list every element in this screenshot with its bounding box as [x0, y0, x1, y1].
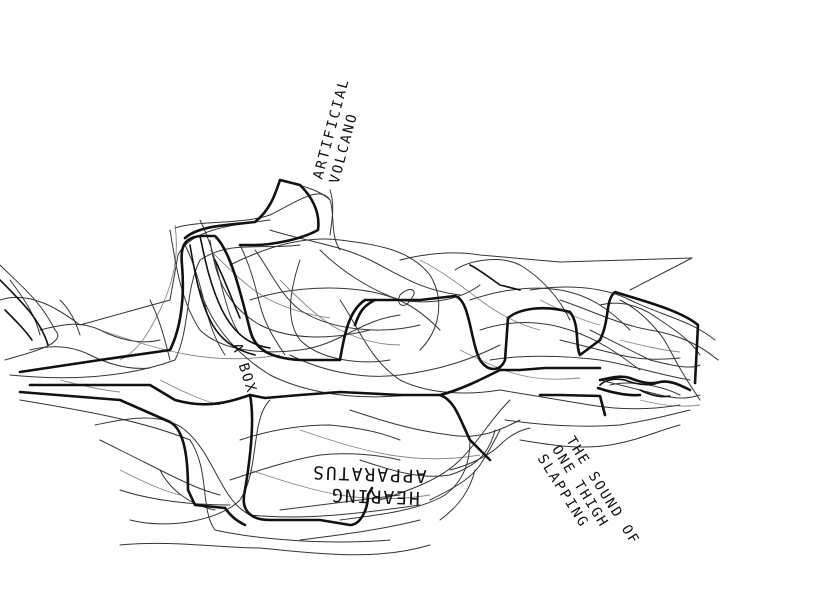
label-artificial-volcano: ARTIFICIAL VOLCANO: [310, 76, 361, 185]
label-hearing-apparatus-line1: HEARING: [330, 484, 421, 508]
thick-main-path: [18, 178, 700, 527]
label-sound-of-one-thigh: THE SOUND OF ONE THIGH SLAPPING: [534, 434, 643, 549]
label-hearing-apparatus-line2: APPARATUS: [311, 461, 427, 486]
label-a-box: A BOX: [228, 341, 259, 396]
label-hearing-apparatus: HEARING APPARATUS: [311, 461, 427, 508]
grey-scribble-lines: [59, 224, 701, 500]
medium-accent-lines: [0, 235, 671, 398]
